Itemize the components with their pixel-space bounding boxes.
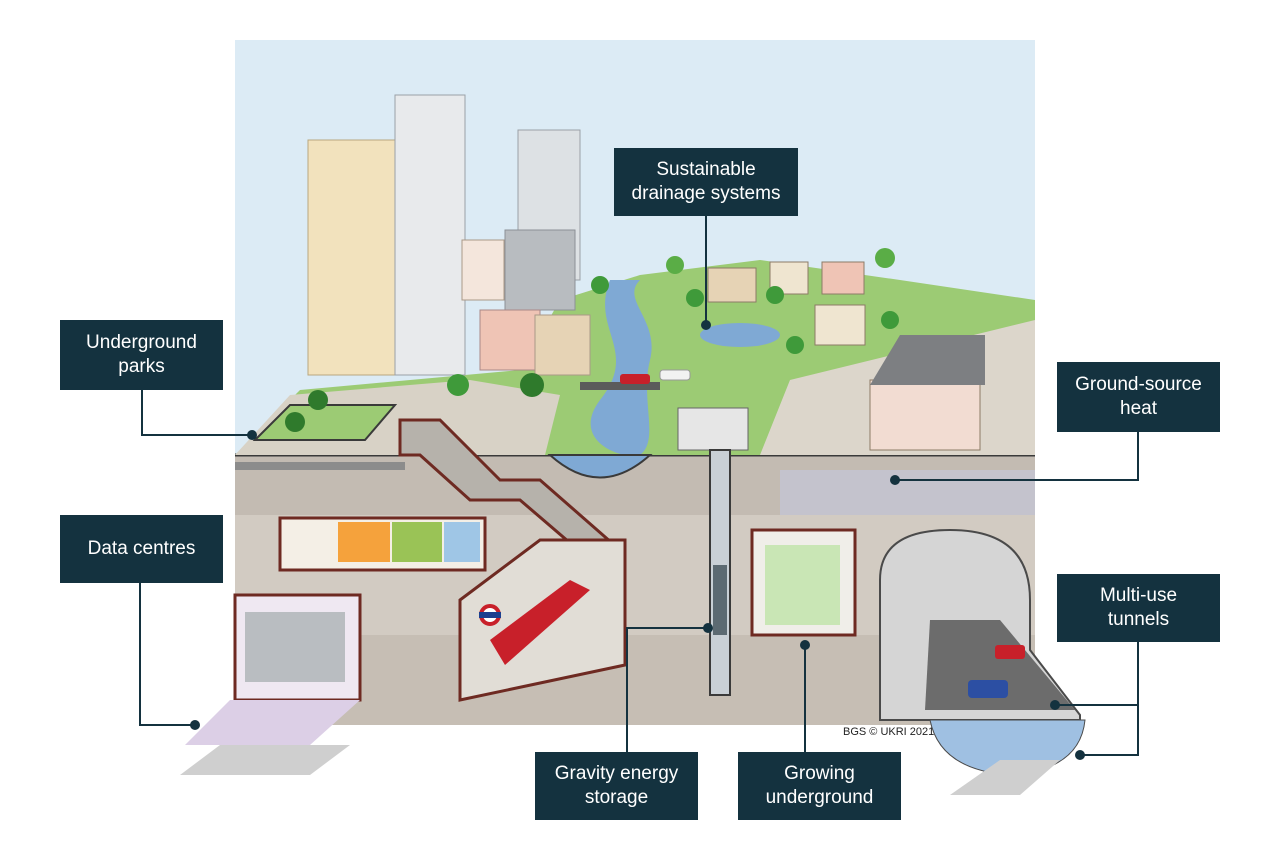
tree <box>875 248 895 268</box>
tower-white <box>394 94 466 376</box>
building-shop <box>461 239 505 301</box>
tunnel-shadow <box>950 760 1060 795</box>
tree <box>591 276 609 294</box>
connector-multi-use-tunnels <box>1055 642 1139 706</box>
tree <box>447 374 469 396</box>
building-tan <box>534 314 591 376</box>
label-growing-underground: Growing underground <box>738 752 901 820</box>
tree <box>666 256 684 274</box>
tunnel-car-red <box>995 645 1025 659</box>
farm-racks <box>765 545 840 625</box>
connector-underground-parks <box>141 390 252 436</box>
white-car <box>659 369 691 381</box>
park-tree <box>285 412 305 432</box>
cafe-window-orange <box>338 522 390 562</box>
connector-dot <box>247 430 257 440</box>
house-1 <box>707 267 757 303</box>
connector-dot <box>800 640 810 650</box>
label-sustainable-drainage: Sustainable drainage systems <box>614 148 798 216</box>
connector-multi-use-tunnels-2 <box>1080 705 1139 756</box>
label-gravity-energy-storage: Gravity energy storage <box>535 752 698 820</box>
connector-dot <box>190 720 200 730</box>
data-centre-shadow <box>180 745 350 775</box>
connector-dot <box>701 320 711 330</box>
label-underground-parks: Underground parks <box>60 320 223 390</box>
house-heat-pump <box>869 379 981 451</box>
tree <box>520 373 544 397</box>
data-centre-floor <box>185 700 360 745</box>
label-multi-use-tunnels: Multi-use tunnels <box>1057 574 1220 642</box>
tree <box>881 311 899 329</box>
server-racks <box>245 612 345 682</box>
metro-train <box>490 580 590 665</box>
connector-ground-source <box>895 432 1139 481</box>
tree <box>786 336 804 354</box>
connector-data-centres <box>139 582 195 726</box>
shallow-utility-line <box>235 462 405 470</box>
cafe-window-blue <box>444 522 480 562</box>
house-heat-pump-roof <box>870 335 985 385</box>
river-basin <box>547 454 653 479</box>
connector-gravity <box>626 627 708 752</box>
bridge <box>580 382 660 390</box>
tunnel-roadway <box>925 620 1075 710</box>
red-car <box>620 374 650 384</box>
gravity-shaft-head <box>677 407 749 451</box>
ground-heat-plume <box>780 470 1035 515</box>
cafe-window-green <box>392 522 442 562</box>
pond <box>700 323 780 347</box>
gravity-weight <box>713 565 727 635</box>
river <box>590 280 652 456</box>
tree <box>766 286 784 304</box>
house-3 <box>821 261 865 295</box>
tree <box>686 289 704 307</box>
connector-dot <box>1050 700 1060 710</box>
building-pink <box>479 309 541 371</box>
tower-beige <box>307 139 399 376</box>
label-ground-source-heat: Ground-source heat <box>1057 362 1220 432</box>
roundel-bar <box>479 612 501 618</box>
connector-dot <box>890 475 900 485</box>
credit-text: BGS © UKRI 2021 <box>843 726 935 738</box>
park-tree <box>308 390 328 410</box>
house-4 <box>814 304 866 346</box>
building-grey-low <box>504 229 576 311</box>
connector-dot <box>1075 750 1085 760</box>
label-data-centres: Data centres <box>60 515 223 583</box>
tunnel-car-blue <box>968 680 1008 698</box>
connector-dot <box>703 623 713 633</box>
